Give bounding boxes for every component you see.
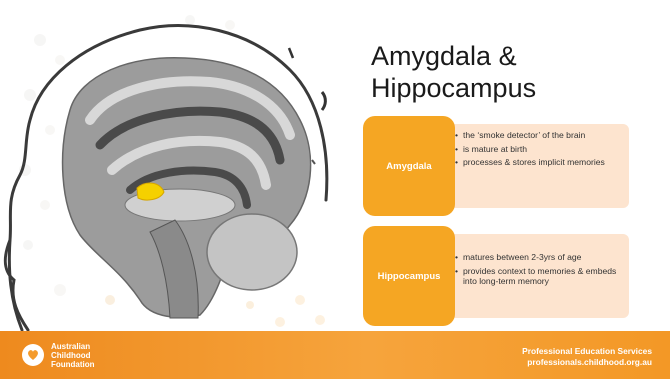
services-url: professionals.childhood.org.au <box>522 357 652 368</box>
bullet-list: matures between 2-3yrs of age provides c… <box>455 252 623 290</box>
services-text: Professional Education Services professi… <box>522 346 652 368</box>
services-title: Professional Education Services <box>522 346 652 357</box>
footer-bar: Australian Childhood Foundation Professi… <box>0 331 670 379</box>
row-label: Amygdala <box>386 161 431 172</box>
heart-icon <box>22 344 44 366</box>
title-line-2: Hippocampus <box>371 72 651 104</box>
bullet-item: processes & stores implicit memories <box>455 157 623 168</box>
logo-line: Australian <box>51 342 131 351</box>
row-hippocampus: Hippocampus matures between 2-3yrs of ag… <box>363 226 629 326</box>
logo-line: Childhood <box>51 351 131 360</box>
label-box: Amygdala <box>363 116 455 216</box>
bullet-item: the ‘smoke detector’ of the brain <box>455 130 623 141</box>
mark-small <box>312 160 315 164</box>
title-line-1: Amygdala & <box>371 40 651 72</box>
label-box: Hippocampus <box>363 226 455 326</box>
mark-top <box>289 48 293 58</box>
logo-line: Foundation <box>51 360 131 369</box>
cerebellum <box>207 214 297 290</box>
bullet-item: is mature at birth <box>455 144 623 155</box>
bullet-list: the ‘smoke detector’ of the brain is mat… <box>455 130 623 171</box>
mark-right <box>322 92 325 110</box>
logo-text: Australian Childhood Foundation <box>51 342 131 369</box>
row-label: Hippocampus <box>378 271 441 282</box>
slide-title: Amygdala & Hippocampus <box>371 40 651 104</box>
row-amygdala: Amygdala the ‘smoke detector’ of the bra… <box>363 116 629 216</box>
brain-head-illustration <box>0 0 370 379</box>
bullet-item: matures between 2-3yrs of age <box>455 252 623 263</box>
bullet-item: provides context to memories & embeds in… <box>455 266 623 287</box>
foundation-logo: Australian Childhood Foundation <box>22 341 132 371</box>
